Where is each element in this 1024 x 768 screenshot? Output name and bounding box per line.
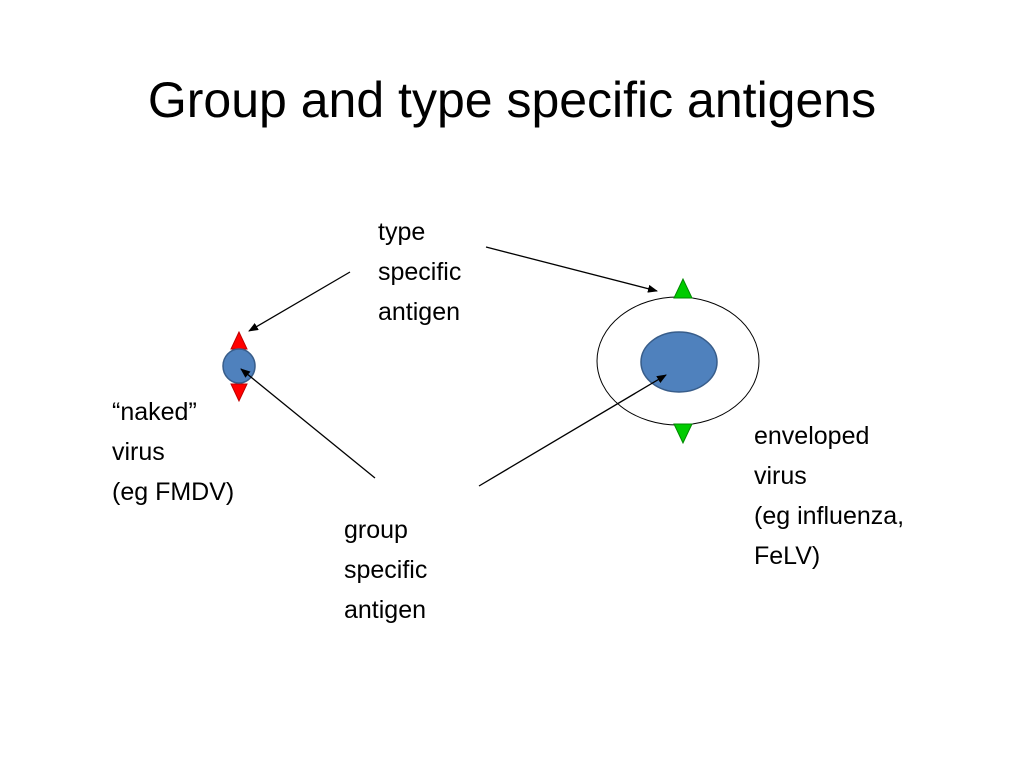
naked-virus-label: “naked” virus (eg FMDV) (112, 392, 234, 512)
arrow-group-to-naked (240, 368, 376, 479)
naked-virus (222, 330, 256, 403)
envelope-type-antigen-bottom (673, 423, 693, 445)
group-antigen-line: group (344, 516, 408, 544)
arrow-type-to-naked (248, 271, 351, 332)
group-antigen-line: specific (344, 556, 428, 584)
naked-virus-line: “naked” (112, 398, 197, 426)
type-antigen-line: type (378, 218, 426, 246)
group-specific-antigen-label: group specific antigen (344, 510, 427, 630)
arrow-type-to-enveloped (485, 246, 658, 293)
naked-virus-capsid (222, 348, 256, 384)
enveloped-virus (596, 277, 760, 445)
naked-virus-line: virus (112, 438, 165, 466)
type-antigen-line: specific (378, 258, 462, 286)
enveloped-virus-line: enveloped (754, 422, 870, 450)
enveloped-virus-label: enveloped virus (eg influenza, FeLV) (754, 416, 904, 576)
enveloped-virus-line: FeLV) (754, 542, 821, 570)
enveloped-virus-line: (eg influenza, (754, 502, 905, 530)
type-specific-antigen-label: type specific antigen (378, 212, 461, 332)
naked-type-antigen-bottom (230, 383, 248, 403)
naked-type-antigen-top (230, 330, 248, 350)
group-antigen-line: antigen (344, 596, 427, 624)
arrow-group-to-enveloped (478, 374, 667, 487)
enveloped-virus-line: virus (754, 462, 807, 490)
type-antigen-line: antigen (378, 298, 461, 326)
slide-title: Group and type specific antigens (147, 72, 877, 128)
envelope-type-antigen-top (673, 277, 693, 299)
naked-virus-line: (eg FMDV) (112, 478, 235, 506)
